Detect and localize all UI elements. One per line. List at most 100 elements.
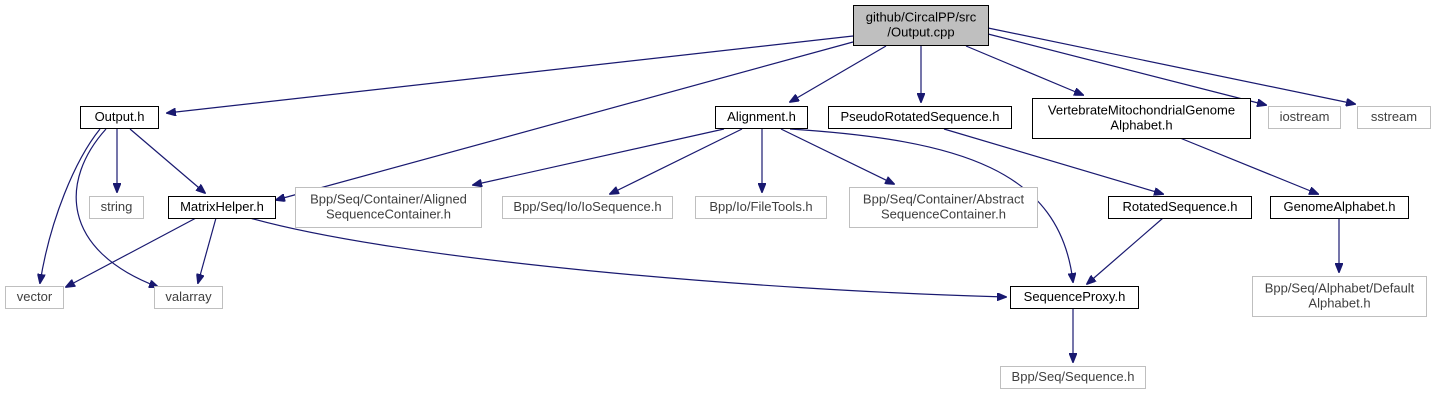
node-iostream: iostream (1268, 106, 1341, 129)
node-file_tools_h: Bpp/Io/FileTools.h (695, 196, 827, 219)
edge-alignment_h-to-sequence_proxy_h (789, 128, 1073, 282)
node-alignment_h[interactable]: Alignment.h (715, 106, 808, 129)
edge-line (473, 128, 725, 185)
edge-layer (40, 27, 1355, 362)
edge-output_h-to-valarray (75, 128, 158, 287)
node-matrix_helper_h[interactable]: MatrixHelper.h (168, 196, 276, 219)
edge-vertebrate_h-to-genome_alphabet_h (1179, 137, 1318, 194)
node-label: Bpp/Seq/Io/IoSequence.h (513, 199, 661, 214)
node-genome_alphabet_h[interactable]: GenomeAlphabet.h (1270, 196, 1409, 219)
node-valarray: valarray (154, 286, 223, 309)
edge-matrix_helper_h-to-valarray (198, 217, 217, 283)
node-label: GenomeAlphabet.h (1283, 199, 1395, 214)
node-box (1000, 366, 1146, 389)
edge-output_h-to-vector (40, 128, 101, 283)
node-label: MatrixHelper.h (180, 199, 264, 214)
edge-line (789, 128, 1073, 282)
node-box (89, 196, 144, 219)
node-label: vector (17, 289, 53, 304)
node-box (5, 286, 64, 309)
node-box (695, 196, 827, 219)
edge-line (1087, 217, 1164, 284)
node-box (80, 106, 159, 129)
node-label: SequenceContainer.h (881, 207, 1006, 222)
node-label: Bpp/Seq/Container/Aligned (310, 192, 467, 207)
node-label: Alphabet.h (1308, 296, 1370, 311)
node-box (715, 106, 808, 129)
node-output_h[interactable]: Output.h (80, 106, 159, 129)
node-abstract_container_h: Bpp/Seq/Container/AbstractSequenceContai… (849, 187, 1038, 228)
edge-line (943, 128, 1163, 194)
node-label: Bpp/Seq/Alphabet/Default (1265, 281, 1415, 296)
edge-line (276, 41, 854, 200)
node-box (1270, 196, 1409, 219)
node-pseudo_rotated_h[interactable]: PseudoRotatedSequence.h (828, 106, 1012, 129)
node-box (502, 196, 673, 219)
node-box (295, 187, 482, 228)
edge-output_cpp-to-output_h (167, 35, 854, 113)
edge-line (249, 217, 1006, 297)
edge-line (987, 33, 1266, 105)
node-label: Bpp/Seq/Container/Abstract (863, 192, 1025, 207)
edge-alignment_h-to-abstract_container_h (780, 128, 894, 184)
edge-line (75, 128, 158, 287)
node-box (828, 106, 1012, 129)
node-box (1032, 98, 1251, 139)
edge-line (780, 128, 894, 184)
node-label: VertebrateMitochondrialGenome (1048, 103, 1235, 118)
node-label: /Output.cpp (887, 25, 954, 40)
edge-line (610, 128, 743, 194)
edge-alignment_h-to-aligned_container_h (473, 128, 725, 185)
node-label: SequenceProxy.h (1024, 289, 1126, 304)
node-label: Output.h (95, 109, 145, 124)
node-box (168, 196, 276, 219)
edge-output_cpp-to-matrix_helper_h (276, 41, 854, 200)
edge-line (167, 35, 854, 113)
node-label: Bpp/Io/FileTools.h (709, 199, 812, 214)
edge-line (790, 45, 887, 102)
edge-line (40, 128, 101, 283)
edge-line (198, 217, 217, 283)
node-box (1252, 276, 1427, 317)
edge-line (129, 128, 205, 193)
node-aligned_container_h: Bpp/Seq/Container/AlignedSequenceContain… (295, 187, 482, 228)
node-label: PseudoRotatedSequence.h (840, 109, 999, 124)
edge-line (66, 217, 197, 287)
node-label: iostream (1280, 109, 1330, 124)
edge-matrix_helper_h-to-vector (66, 217, 197, 287)
node-label: string (101, 199, 133, 214)
edge-output_h-to-matrix_helper_h (129, 128, 205, 193)
node-label: Alphabet.h (1110, 118, 1172, 133)
node-sequence_proxy_h[interactable]: SequenceProxy.h (1010, 286, 1139, 309)
edge-output_cpp-to-vertebrate_h (965, 45, 1083, 95)
node-label: RotatedSequence.h (1123, 199, 1238, 214)
edge-line (1179, 137, 1318, 194)
node-label: sstream (1371, 109, 1417, 124)
node-box (1010, 286, 1139, 309)
node-box (1108, 196, 1252, 219)
node-output_cpp[interactable]: github/CircalPP/src/Output.cpp (853, 5, 989, 46)
edge-matrix_helper_h-to-sequence_proxy_h (249, 217, 1006, 297)
node-box (849, 187, 1038, 228)
edge-alignment_h-to-io_sequence_h (610, 128, 743, 194)
edge-line (965, 45, 1083, 95)
node-label: Bpp/Seq/Sequence.h (1012, 369, 1135, 384)
edge-line (987, 27, 1355, 104)
node-sstream: sstream (1357, 106, 1431, 129)
edge-output_cpp-to-iostream (987, 33, 1266, 105)
node-label: github/CircalPP/src (866, 10, 977, 25)
node-label: Alignment.h (727, 109, 796, 124)
node-vector: vector (5, 286, 64, 309)
edge-pseudo_rotated_h-to-rotated_sequence_h (943, 128, 1163, 194)
node-rotated_sequence_h[interactable]: RotatedSequence.h (1108, 196, 1252, 219)
node-label: valarray (165, 289, 212, 304)
node-box (1357, 106, 1431, 129)
node-box (154, 286, 223, 309)
node-box (853, 5, 989, 46)
node-label: SequenceContainer.h (326, 207, 451, 222)
node-sequence_h: Bpp/Seq/Sequence.h (1000, 366, 1146, 389)
edge-output_cpp-to-alignment_h (790, 45, 887, 102)
